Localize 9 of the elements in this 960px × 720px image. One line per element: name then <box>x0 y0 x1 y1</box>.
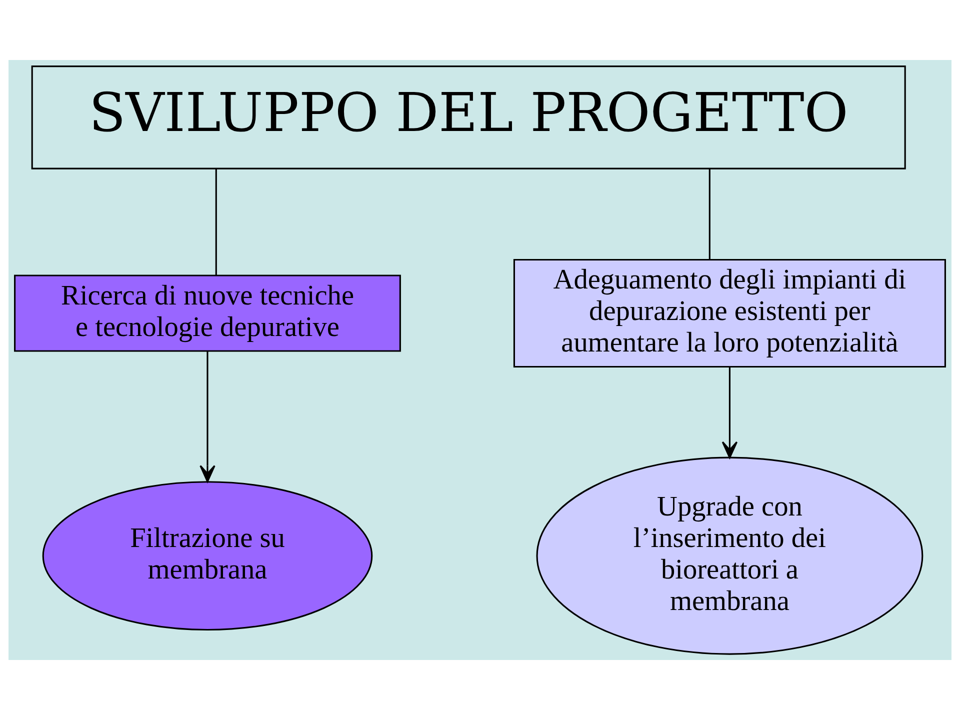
node-ellipse: Filtrazione su membrana <box>42 481 373 631</box>
arrow <box>200 351 216 482</box>
connector <box>215 168 217 276</box>
node-box: Adeguamento degli impianti di depurazione esistenti per aumentare la loro potenzialità <box>513 258 946 368</box>
node-box: SVILUPPO DEL PROGETTO <box>31 66 906 170</box>
arrow <box>722 367 738 458</box>
node-ellipse: Upgrade con l’inserimento dei bioreattori a membrana <box>536 456 924 655</box>
connector <box>708 168 710 260</box>
node-box: Ricerca di nuove tecniche e tecnologie depurative <box>14 274 401 352</box>
